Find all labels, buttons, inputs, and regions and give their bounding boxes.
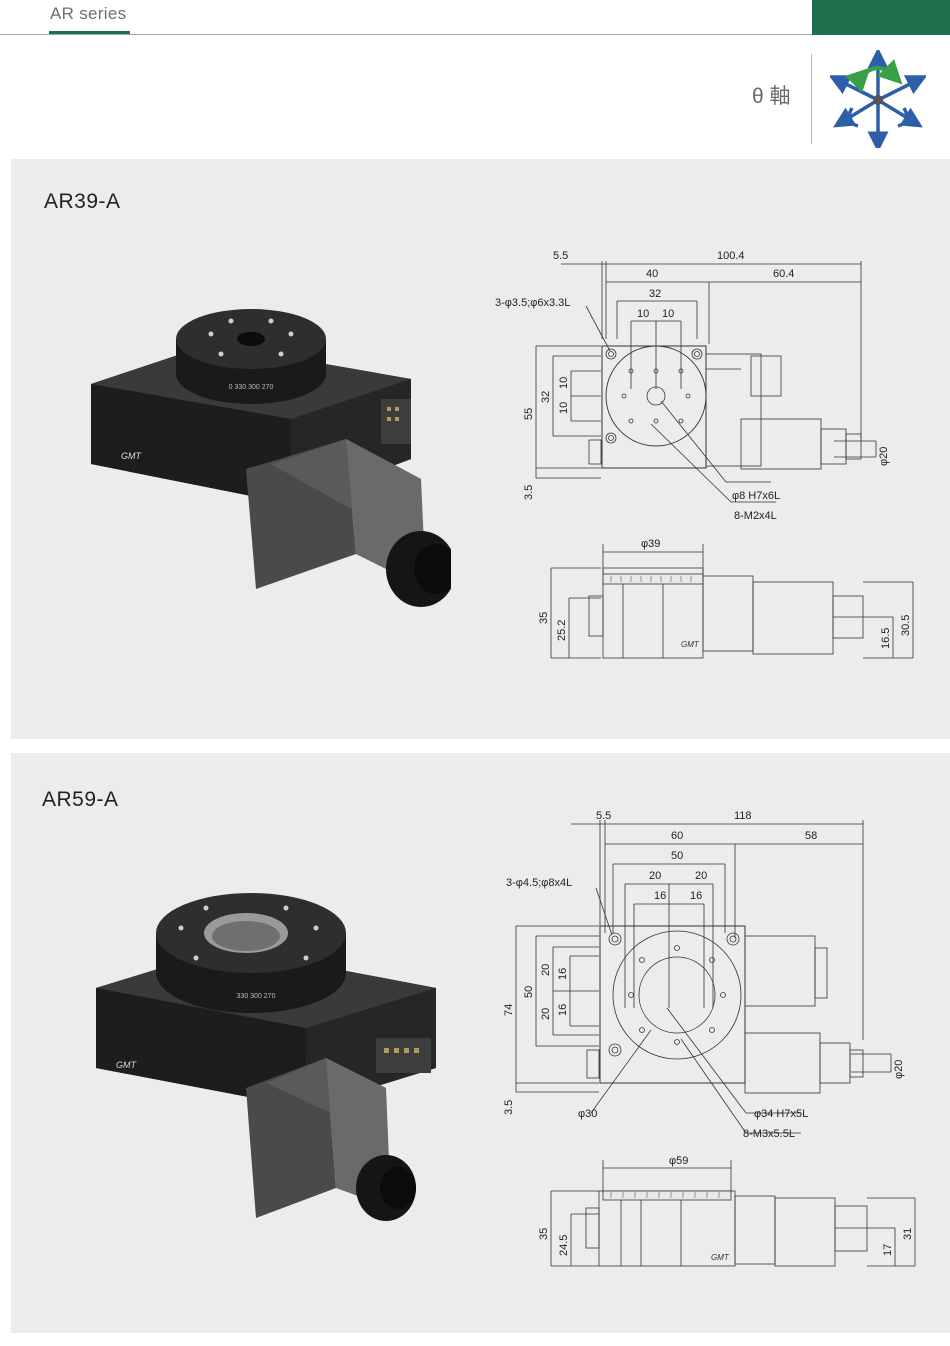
side-view-drawing-ar59: GMT φ59 35 24.5 31 17 bbox=[538, 1155, 916, 1267]
dim-hole-b: 20 bbox=[695, 870, 707, 882]
dim-left-offset: 5.5 bbox=[553, 250, 568, 262]
dim-v-d: 16 bbox=[557, 1004, 569, 1016]
dim-overall-width: 100.4 bbox=[717, 250, 745, 262]
dim-body-width: 40 bbox=[646, 268, 658, 280]
dim-side-height-right: 31 bbox=[902, 1228, 914, 1240]
six-axis-theta-icon bbox=[830, 50, 926, 148]
dim-left-offset: 5.5 bbox=[596, 810, 611, 822]
product-render-ar59: 330 300 270 GMT bbox=[96, 893, 436, 1221]
dim-hole-c: 16 bbox=[654, 890, 666, 902]
dim-knob-dia: φ20 bbox=[878, 447, 890, 466]
dim-hole-a: 10 bbox=[637, 308, 649, 320]
dim-table-dia: φ59 bbox=[669, 1155, 688, 1167]
svg-text:GMT: GMT bbox=[121, 451, 142, 461]
dim-side-height-total: 35 bbox=[538, 1228, 550, 1240]
dim-bottom-offset: 3.5 bbox=[523, 485, 535, 500]
dim-hole-a: 20 bbox=[649, 870, 661, 882]
dim-height-holes: 50 bbox=[523, 986, 535, 998]
product-panel-ar39: AR39-A 0 330 300 270 GMT bbox=[11, 159, 950, 739]
svg-text:GMT: GMT bbox=[116, 1060, 137, 1070]
header-accent-tab bbox=[812, 0, 950, 35]
dim-motor-width: 58 bbox=[805, 830, 817, 842]
dim-side-height-base: 24.5 bbox=[558, 1235, 570, 1256]
dim-v-c: 16 bbox=[557, 968, 569, 980]
product-panel-ar59: AR59-A 330 300 270 GMT bbox=[11, 753, 950, 1333]
svg-text:GMT: GMT bbox=[711, 1253, 730, 1262]
dim-table-dia: φ39 bbox=[641, 538, 660, 550]
dim-side-height-total: 35 bbox=[538, 612, 550, 624]
callout-tapped: 8-M3x5.5L bbox=[743, 1128, 795, 1140]
dim-motor-width: 60.4 bbox=[773, 268, 794, 280]
dim-overall-width: 118 bbox=[734, 810, 752, 822]
callout-aperture: φ30 bbox=[578, 1108, 597, 1120]
callout-center-hole: φ8 H7x6L bbox=[732, 490, 780, 502]
dim-bottom-offset: 3.5 bbox=[503, 1100, 515, 1115]
dim-v-b: 20 bbox=[540, 1008, 552, 1020]
axis-divider bbox=[811, 54, 812, 144]
dim-height-holes: 32 bbox=[540, 391, 552, 403]
product-title: AR59-A bbox=[42, 788, 119, 811]
dim-v-b: 10 bbox=[558, 402, 570, 414]
callout-center-bore: φ34 H7x5L bbox=[754, 1108, 808, 1120]
dim-body-width: 60 bbox=[671, 830, 683, 842]
top-view-drawing-ar39: 5.5 100.4 40 60.4 32 10 10 3-φ3.5;φ6x3.3… bbox=[495, 250, 890, 522]
callout-mount-holes: 3-φ4.5;φ8x4L bbox=[506, 877, 572, 889]
dim-height-total: 74 bbox=[503, 1004, 515, 1016]
svg-text:330 300 270: 330 300 270 bbox=[237, 993, 276, 1000]
svg-text:0 330 300 270: 0 330 300 270 bbox=[229, 384, 274, 391]
top-view-drawing-ar59: 5.5 118 60 58 50 20 20 16 16 3-φ4.5;φ8x4… bbox=[503, 810, 905, 1140]
page-header: AR series bbox=[0, 0, 950, 36]
dim-side-axis-height: 17 bbox=[882, 1244, 894, 1256]
dim-hole-pitch: 50 bbox=[671, 850, 683, 862]
series-underline bbox=[49, 31, 130, 35]
callout-mount-holes: 3-φ3.5;φ6x3.3L bbox=[495, 297, 570, 309]
dim-hole-pitch: 32 bbox=[649, 288, 661, 300]
dim-hole-d: 16 bbox=[690, 890, 702, 902]
dim-v-a: 20 bbox=[540, 964, 552, 976]
dim-v-a: 10 bbox=[558, 377, 570, 389]
header-rule bbox=[0, 34, 812, 35]
svg-text:GMT: GMT bbox=[681, 640, 700, 649]
product-title: AR39-A bbox=[44, 190, 121, 213]
axis-label: θ 軸 bbox=[752, 85, 791, 108]
dim-side-height-base: 25.2 bbox=[556, 620, 568, 641]
side-view-drawing-ar39: GMT φ39 35 25.2 30.5 16.5 bbox=[538, 538, 914, 659]
dim-knob-dia: φ20 bbox=[893, 1060, 905, 1079]
dim-height-total: 55 bbox=[523, 408, 535, 420]
dim-side-axis-height: 16.5 bbox=[880, 628, 892, 649]
series-title: AR series bbox=[50, 4, 127, 23]
product-render-ar39: 0 330 300 270 GMT bbox=[91, 309, 451, 607]
callout-tapped: 8-M2x4L bbox=[734, 510, 777, 522]
dim-side-height-right: 30.5 bbox=[900, 615, 912, 636]
dim-hole-b: 10 bbox=[662, 308, 674, 320]
